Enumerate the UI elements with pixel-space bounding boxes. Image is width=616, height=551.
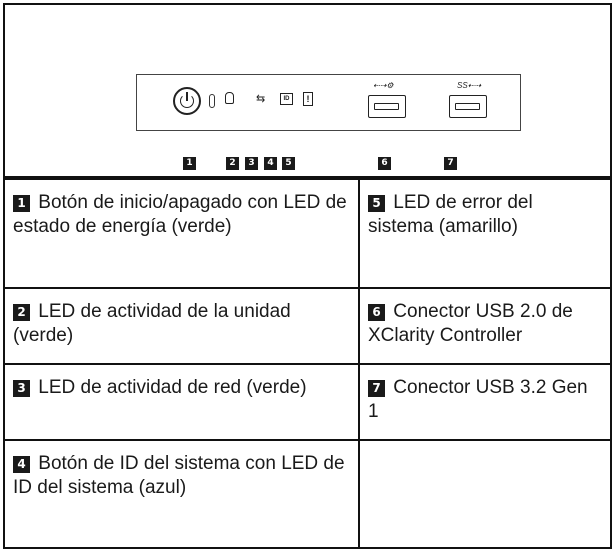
system-id-icon: ID xyxy=(280,93,293,105)
front-operator-panel: ⇆ ID ! ⇠⇢⚙ SS⇠⇢ xyxy=(136,74,521,131)
legend-item: 7 Conector USB 3.2 Gen 1 xyxy=(358,363,610,441)
usb3-port-icon xyxy=(449,95,487,118)
drive-activity-icon xyxy=(225,92,234,104)
legend-text: LED de error del sistema (amarillo) xyxy=(368,192,533,237)
legend-text: Conector USB 2.0 de XClarity Controller xyxy=(368,301,573,346)
legend-text: Conector USB 3.2 Gen 1 xyxy=(368,377,588,422)
usb2-port-icon xyxy=(368,95,406,118)
usb3-label-icon: SS⇠⇢ xyxy=(457,81,482,90)
figure-frame: ⇆ ID ! ⇠⇢⚙ SS⇠⇢ 1 2 3 4 5 6 7 1 Botón de… xyxy=(3,3,612,549)
callout-2: 2 xyxy=(226,157,239,170)
legend-item: 5 LED de error del sistema (amarillo) xyxy=(358,178,610,289)
table-row: 4 Botón de ID del sistema con LED de ID … xyxy=(5,439,610,547)
system-error-icon: ! xyxy=(303,92,313,106)
callout-3: 3 xyxy=(245,157,258,170)
callout-5: 5 xyxy=(282,157,295,170)
power-button-icon xyxy=(173,87,201,115)
legend-number: 2 xyxy=(13,304,30,321)
legend-number: 4 xyxy=(13,456,30,473)
legend-item: 3 LED de actividad de red (verde) xyxy=(5,363,360,441)
callout-4: 4 xyxy=(264,157,277,170)
network-activity-icon: ⇆ xyxy=(256,93,266,105)
legend-number: 7 xyxy=(368,380,385,397)
legend-empty-cell xyxy=(358,439,610,547)
table-row: 2 LED de actividad de la unidad (verde) … xyxy=(5,287,610,365)
legend-item: 2 LED de actividad de la unidad (verde) xyxy=(5,287,360,365)
legend-text: Botón de ID del sistema con LED de ID de… xyxy=(13,453,345,498)
legend-text: LED de actividad de la unidad (verde) xyxy=(13,301,291,346)
legend-text: Botón de inicio/apagado con LED de estad… xyxy=(13,192,347,237)
legend-item: 6 Conector USB 2.0 de XClarity Controlle… xyxy=(358,287,610,365)
usb2-label-icon: ⇠⇢⚙ xyxy=(373,81,394,90)
legend-text: LED de actividad de red (verde) xyxy=(38,377,307,398)
legend-number: 3 xyxy=(13,380,30,397)
legend-table: 1 Botón de inicio/apagado con LED de est… xyxy=(5,178,610,547)
callout-6: 6 xyxy=(378,157,391,170)
legend-item: 4 Botón de ID del sistema con LED de ID … xyxy=(5,439,360,547)
callout-1: 1 xyxy=(183,157,196,170)
legend-number: 6 xyxy=(368,304,385,321)
front-panel-figure: ⇆ ID ! ⇠⇢⚙ SS⇠⇢ 1 2 3 4 5 6 7 xyxy=(5,5,610,178)
legend-number: 1 xyxy=(13,195,30,212)
table-row: 1 Botón de inicio/apagado con LED de est… xyxy=(5,178,610,289)
legend-number: 5 xyxy=(368,195,385,212)
table-row: 3 LED de actividad de red (verde) 7 Cone… xyxy=(5,363,610,441)
legend-item: 1 Botón de inicio/apagado con LED de est… xyxy=(5,178,360,289)
power-led-icon xyxy=(209,94,215,108)
callout-7: 7 xyxy=(444,157,457,170)
